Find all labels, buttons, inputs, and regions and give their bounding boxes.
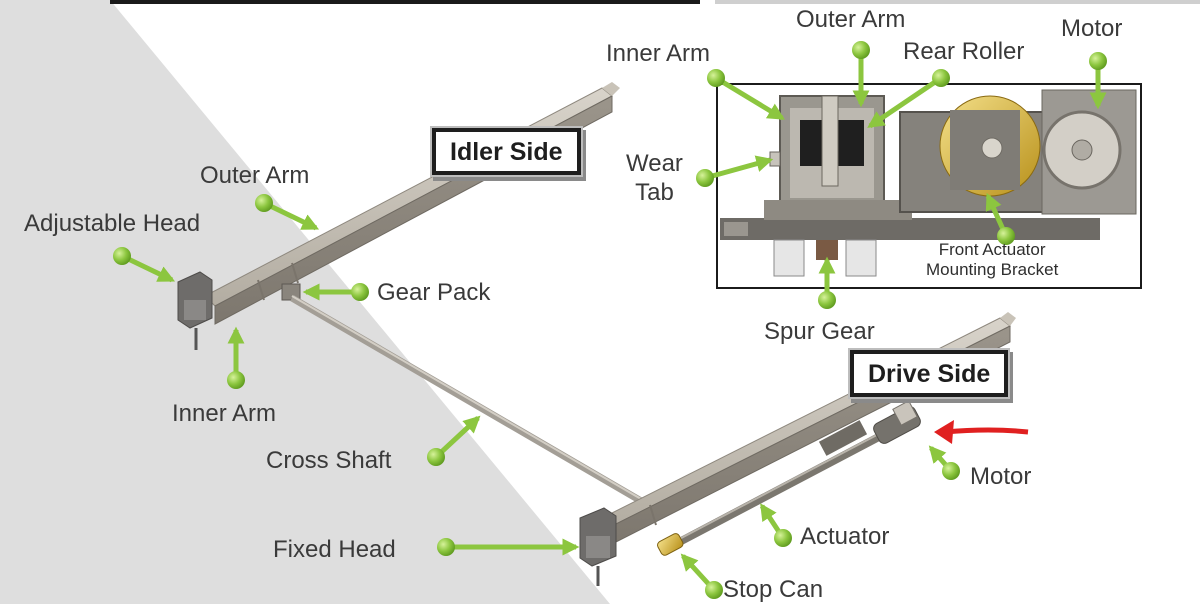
label-cross-shaft: Cross Shaft bbox=[266, 447, 392, 474]
label-fixed-head: Fixed Head bbox=[273, 536, 396, 563]
callout-dot bbox=[427, 448, 445, 466]
callout-dot bbox=[774, 529, 792, 547]
label-stop-can: Stop Can bbox=[723, 576, 824, 603]
drive-motor-part bbox=[873, 400, 921, 444]
label-wear-tab-line2: Tab bbox=[635, 178, 674, 206]
callout-dot bbox=[1089, 52, 1107, 70]
drive-side-text: Drive Side bbox=[868, 360, 991, 388]
label-inner-arm-left: Inner Arm bbox=[172, 400, 277, 427]
label-gear-pack: Gear Pack bbox=[377, 279, 491, 306]
label-rear-roller: Rear Roller bbox=[903, 38, 1025, 65]
callout-dots bbox=[113, 41, 1107, 599]
inset-spur-gear bbox=[816, 240, 838, 260]
callout-dot bbox=[255, 194, 273, 212]
callout-outer-arm-left bbox=[262, 200, 320, 231]
callout-dot bbox=[351, 283, 369, 301]
idler-side-title: Idler Side bbox=[432, 128, 581, 175]
label-front-bracket-line2: Mounting Bracket bbox=[926, 260, 1059, 280]
callout-dot bbox=[852, 41, 870, 59]
callout-inner-arm-inset bbox=[714, 75, 785, 121]
label-outer-arm-left: Outer Arm bbox=[200, 162, 310, 189]
cross-shaft-part bbox=[290, 294, 662, 516]
callout-wear-tab bbox=[704, 155, 774, 181]
fixed-head-part bbox=[579, 507, 617, 586]
idler-side-text: Idler Side bbox=[450, 138, 563, 166]
label-actuator: Actuator bbox=[800, 523, 890, 550]
callout-dot bbox=[997, 227, 1015, 245]
callout-dot bbox=[705, 581, 723, 599]
callout-dot bbox=[932, 69, 950, 87]
callout-dot bbox=[437, 538, 455, 556]
callout-rear-roller bbox=[867, 75, 943, 129]
label-wear-tab-line1: Wear bbox=[626, 150, 683, 177]
callout-dot bbox=[942, 462, 960, 480]
label-wear-tab: Wear Tab bbox=[626, 150, 683, 208]
callout-dot bbox=[818, 291, 836, 309]
adjustable-head-part bbox=[177, 271, 213, 350]
label-front-actuator-bracket: Front Actuator Mounting Bracket bbox=[926, 240, 1058, 281]
label-inner-arm-inset: Inner Arm bbox=[606, 40, 711, 67]
top-banner-bar bbox=[110, 0, 700, 4]
callout-dot bbox=[696, 169, 714, 187]
actuator-part bbox=[666, 420, 894, 552]
top-banner-bar-right bbox=[715, 0, 1200, 4]
label-spur-gear: Spur Gear bbox=[764, 318, 875, 345]
callout-adjustable-head bbox=[120, 253, 176, 283]
label-motor-main: Motor bbox=[970, 463, 1032, 490]
label-outer-arm-inset: Outer Arm bbox=[796, 6, 906, 33]
label-motor-inset: Motor bbox=[1061, 15, 1123, 42]
label-front-bracket-line1: Front Actuator bbox=[938, 240, 1046, 259]
callout-dot bbox=[227, 371, 245, 389]
stop-can-part bbox=[657, 533, 684, 556]
inset-shaft-bar bbox=[720, 218, 1100, 240]
callout-dot bbox=[113, 247, 131, 265]
callout-dot bbox=[707, 69, 725, 87]
red-indicator-arrow bbox=[934, 420, 1029, 444]
callout-cross-shaft bbox=[434, 415, 481, 459]
label-adjustable-head: Adjustable Head bbox=[24, 210, 201, 237]
drive-side-title: Drive Side bbox=[850, 350, 1009, 397]
